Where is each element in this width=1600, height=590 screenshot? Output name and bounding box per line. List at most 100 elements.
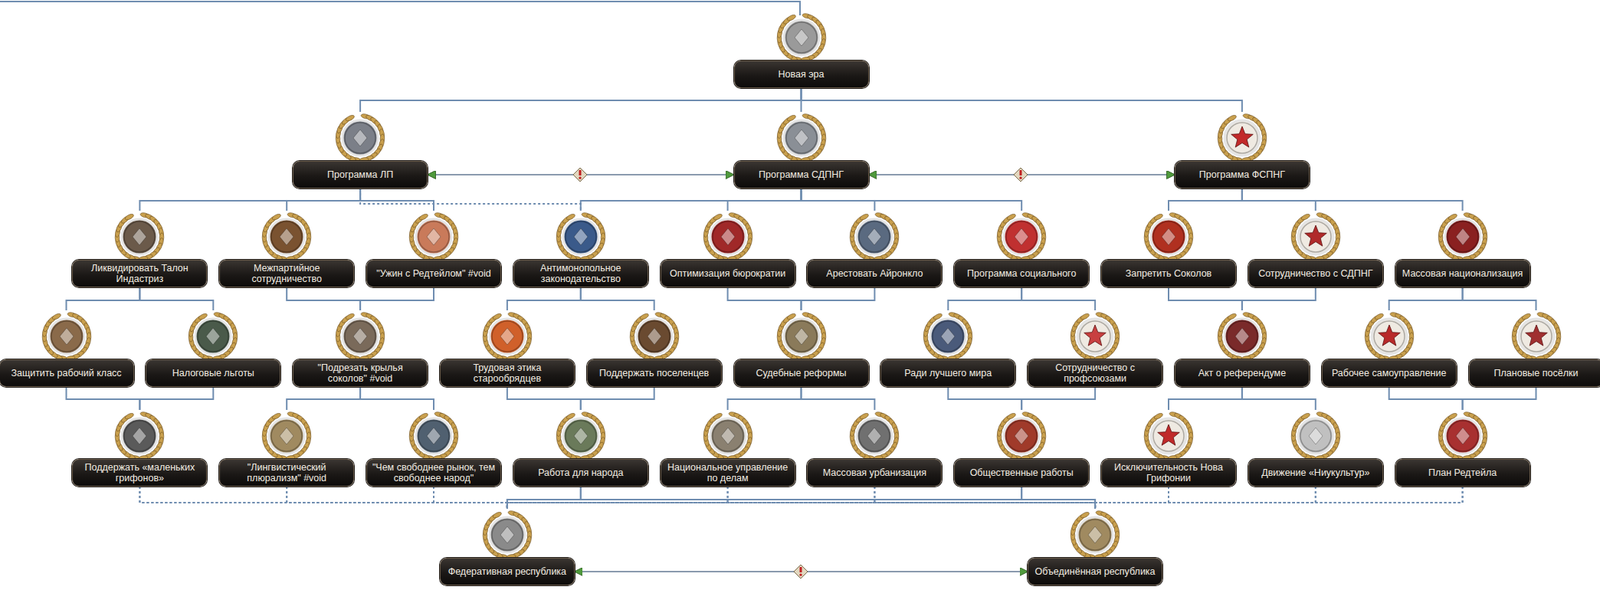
prerequisite-line [360, 188, 581, 211]
medallion-core [416, 418, 452, 454]
focus-label: Национальное управление по делам [665, 462, 791, 484]
medallion-core [710, 418, 746, 454]
medallion-core [1224, 318, 1260, 355]
focus-icon [806, 409, 942, 460]
medallion-ring [197, 321, 229, 352]
star-symbol [1084, 324, 1107, 346]
focus-icon [72, 409, 207, 460]
medallion-core [783, 318, 820, 355]
prerequisite-line [139, 486, 508, 509]
focus-medallion [702, 411, 753, 460]
focus-plate: Объединённая республика [1027, 557, 1163, 586]
prerequisite-line [433, 486, 508, 509]
focus-plate: Антимонопольное законодательство [513, 259, 649, 288]
prerequisite-line [507, 486, 728, 509]
medallion-ring [491, 321, 523, 352]
focus-label: Ради лучшего мира [904, 367, 992, 379]
emblem-symbol [1014, 427, 1029, 445]
medallion-core [1298, 219, 1334, 255]
focus-node: Сотрудничество с СДПНГ [1248, 210, 1384, 288]
medallion-core [783, 19, 820, 56]
medallion-ring [344, 122, 376, 154]
focus-icon [219, 409, 355, 460]
medallion-core [1518, 318, 1555, 355]
prerequisite-line [360, 188, 434, 211]
prerequisite-line [507, 386, 581, 410]
prerequisite-line [66, 386, 141, 410]
focus-icon [734, 11, 869, 61]
prerequisite-line [1021, 386, 1096, 410]
focus-plate: Программа ФСПНГ [1174, 160, 1310, 189]
medallion-ring [1006, 221, 1037, 253]
star-symbol [1304, 225, 1328, 246]
focus-medallion [776, 13, 827, 61]
focus-plate: "Ужин с Редтейлом" #void [366, 259, 502, 288]
focus-icon [586, 310, 722, 360]
prerequisite-line [507, 486, 1463, 509]
focus-icon [660, 409, 796, 460]
medallion-ring [124, 420, 155, 452]
focus-medallion [262, 212, 312, 260]
medallion-ring [639, 321, 670, 352]
prerequisite-line [1095, 486, 1463, 509]
focus-node: Поддержать «маленьких грифонов» [72, 409, 207, 487]
prerequisite-line [1021, 287, 1096, 311]
focus-medallion [482, 311, 533, 360]
focus-plate: Поддержать «маленьких грифонов» [72, 459, 207, 487]
focus-plate: План Редтейла [1395, 459, 1531, 487]
focus-icon [1027, 310, 1163, 360]
focus-icon [1027, 508, 1163, 558]
medallion-core [1077, 517, 1113, 553]
prerequisite-line [286, 188, 361, 211]
prerequisite-line [801, 386, 876, 410]
focus-label: "Чем свободнее рынок, тем свободнее наро… [371, 462, 496, 484]
focus-icon [1174, 310, 1310, 360]
focus-icon [513, 409, 649, 460]
prerequisite-line [507, 287, 581, 311]
medallion-ring [344, 321, 376, 352]
medallion-core [416, 219, 452, 255]
prerequisite-line [1168, 287, 1243, 311]
emblem-symbol [353, 129, 368, 147]
prerequisite-line [1095, 486, 1316, 509]
medallion-core [710, 219, 746, 255]
focus-node: Программа социального [954, 210, 1089, 288]
focus-node: Арестовать Айронкло [806, 210, 942, 288]
focus-node: Работа для народа [513, 409, 649, 487]
focus-node: Поддержать поселенцев [586, 310, 722, 387]
focus-node: Межпартийное сотрудничество [219, 210, 355, 288]
focus-node: Массовая урбанизация [806, 409, 942, 487]
emblem-symbol [1014, 228, 1029, 246]
focus-icon [806, 210, 942, 260]
prerequisite-line [1242, 188, 1463, 211]
focus-label: Арестовать Айронкло [826, 268, 923, 279]
focus-label: Новая эра [778, 68, 825, 80]
prerequisite-line [801, 287, 876, 311]
medallion-core [1077, 318, 1113, 355]
prerequisite-line [507, 486, 1022, 509]
prerequisite-line [1242, 287, 1316, 311]
focus-icon [880, 310, 1016, 360]
medallion-ring [712, 420, 744, 452]
emblem-symbol [279, 228, 294, 246]
focus-icon [439, 508, 575, 558]
focus-icon [1101, 409, 1237, 460]
focus-icon [734, 111, 869, 161]
focus-plate: Массовая национализация [1395, 259, 1531, 288]
medallion-core [489, 318, 525, 355]
focus-medallion [702, 212, 753, 260]
focus-node: "Подрезать крылья соколов" #void [292, 310, 428, 387]
medallion-ring [1079, 321, 1111, 352]
medallion-ring [786, 321, 817, 352]
focus-medallion [41, 311, 92, 360]
emblem-symbol [867, 228, 882, 246]
focus-plate: "Подрезать крылья соколов" #void [292, 359, 428, 387]
medallion-core [1150, 418, 1187, 454]
focus-label: Рабочее самоуправление [1331, 367, 1447, 379]
star-symbol [1157, 424, 1181, 446]
focus-node: Исключительность Нова Грифонии [1101, 409, 1237, 487]
focus-node: Запретить Соколов [1101, 210, 1237, 288]
medallion-ring [1226, 321, 1258, 352]
prerequisite-line [580, 386, 655, 410]
